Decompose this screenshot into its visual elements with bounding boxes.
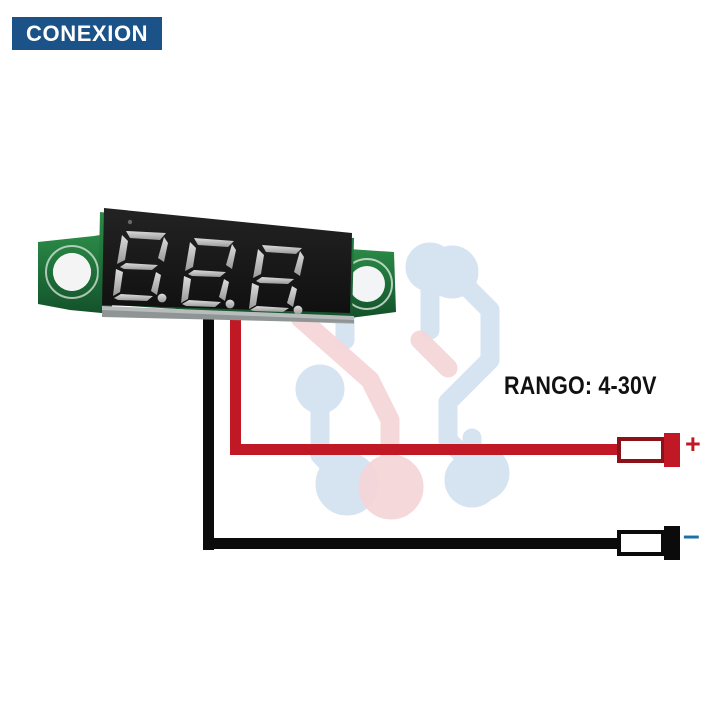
black-wire-vertical	[203, 318, 214, 550]
voltmeter-module	[34, 200, 402, 328]
voltmeter-module-graphic	[38, 208, 396, 324]
display-panel	[102, 208, 352, 315]
positive-terminal-tip	[664, 433, 680, 467]
red-wire-vertical	[230, 318, 241, 451]
pcb-left-wing	[38, 233, 112, 314]
seven-segment-digit-1	[113, 231, 168, 303]
conexion-banner: CONEXION	[12, 17, 163, 50]
positive-sign-label: +	[685, 429, 701, 459]
red-wire-horizontal	[230, 444, 622, 455]
conexion-banner-label: CONEXION	[26, 20, 149, 46]
range-label: RANGO: 4-30V	[504, 372, 657, 400]
seven-segment-digit-2	[181, 238, 236, 309]
black-wire-horizontal	[203, 538, 623, 549]
negative-terminal-tip	[664, 526, 680, 560]
negative-sign-label: –	[683, 519, 700, 552]
seven-segment-digit-3	[249, 245, 304, 315]
positive-terminal-body	[617, 437, 665, 463]
negative-terminal-body	[617, 530, 665, 556]
